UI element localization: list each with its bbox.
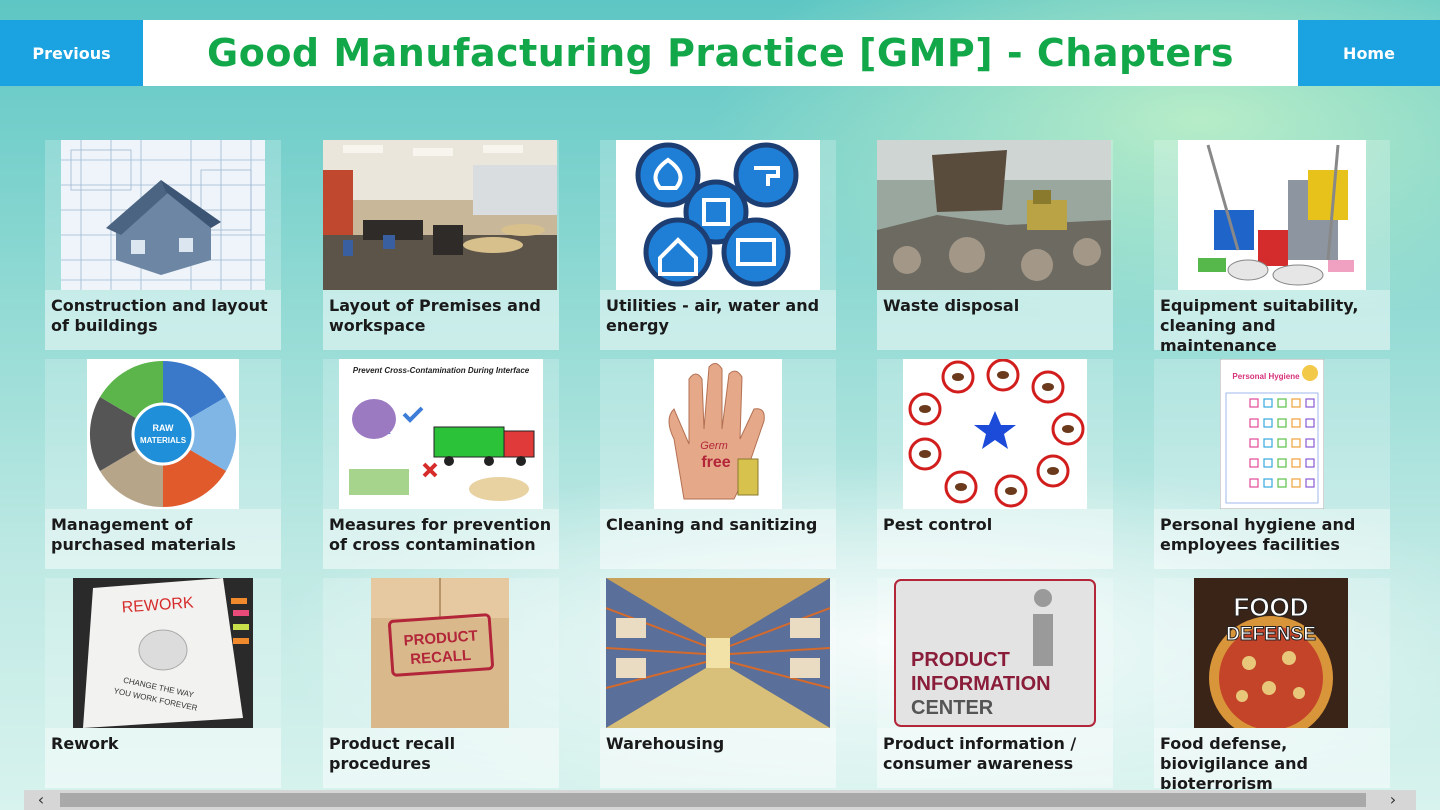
info-center-image: PRODUCT INFORMATION CENTER: [893, 578, 1097, 728]
svg-text:PRODUCT: PRODUCT: [403, 627, 478, 649]
chapter-label: Food defense, biovigilance and bioterror…: [1154, 728, 1390, 793]
utilities-icons-image: [616, 140, 820, 290]
chapter-label: Layout of Premises and workspace: [323, 290, 559, 350]
chapter-tile-cross-contamination[interactable]: Prevent Cross-Contamination During Inter…: [323, 359, 559, 569]
food-defense-image: FOOD DEFENSE: [1194, 578, 1348, 728]
germ-free-hand-image: Germ free: [654, 359, 782, 509]
chapter-label: Product information / consumer awareness: [877, 728, 1113, 788]
horizontal-scrollbar[interactable]: ‹ ›: [24, 790, 1416, 810]
scroll-thumb[interactable]: [60, 793, 1366, 807]
svg-text:DEFENSE: DEFENSE: [1226, 624, 1316, 645]
landfill-truck-image: [877, 140, 1111, 290]
hygiene-chart-image: Personal Hygiene: [1220, 359, 1324, 509]
chapter-label: Utilities - air, water and energy: [600, 290, 836, 350]
chapter-tile-rework[interactable]: REWORK CHANGE THE WAY YOU WORK FOREVER R…: [45, 578, 281, 788]
cross-contamination-image: Prevent Cross-Contamination During Inter…: [339, 359, 543, 509]
home-button[interactable]: Home: [1298, 20, 1440, 86]
scroll-right-arrow-icon[interactable]: ›: [1389, 790, 1397, 809]
svg-text:FOOD: FOOD: [1233, 592, 1308, 622]
chapter-tile-pest-control[interactable]: Pest control: [877, 359, 1113, 569]
chapter-tile-waste[interactable]: Waste disposal: [877, 140, 1113, 350]
product-recall-box-image: PRODUCT RECALL: [371, 578, 509, 728]
svg-text:MATERIALS: MATERIALS: [140, 436, 187, 445]
house-blueprint-image: [61, 140, 265, 290]
rework-book-image: REWORK CHANGE THE WAY YOU WORK FOREVER: [73, 578, 253, 728]
pest-control-image: [903, 359, 1087, 509]
chapter-tile-warehousing[interactable]: Warehousing: [600, 578, 836, 788]
chapter-label: Construction and layout of buildings: [45, 290, 281, 350]
chapter-tile-cleaning[interactable]: Germ free Cleaning and sanitizing: [600, 359, 836, 569]
chapter-label: Waste disposal: [877, 290, 1113, 350]
office-workspace-image: [323, 140, 557, 290]
chapter-tile-purchased-materials[interactable]: RAW MATERIALS Management of purchased ma…: [45, 359, 281, 569]
chapter-label: Measures for prevention of cross contami…: [323, 509, 559, 569]
chapter-tile-food-defense[interactable]: FOOD DEFENSE Food defense, biovigilance …: [1154, 578, 1390, 793]
svg-text:RECALL: RECALL: [410, 647, 472, 668]
title-bar: Good Manufacturing Practice [GMP] - Chap…: [143, 20, 1298, 86]
svg-text:PRODUCT: PRODUCT: [911, 649, 1010, 671]
svg-text:Germ: Germ: [700, 440, 728, 452]
chapter-label: Product recall procedures: [323, 728, 559, 788]
chapter-label: Warehousing: [600, 728, 836, 788]
chapter-label: Pest control: [877, 509, 1113, 569]
svg-text:free: free: [701, 454, 730, 471]
chapter-label: Personal hygiene and employees facilitie…: [1154, 509, 1390, 569]
previous-button[interactable]: Previous: [0, 20, 143, 86]
header-bar: Previous Good Manufacturing Practice [GM…: [0, 20, 1440, 86]
chapter-label: Equipment suitability, cleaning and main…: [1154, 290, 1390, 355]
chapter-label: Rework: [45, 728, 281, 788]
warehouse-aisle-image: [606, 578, 830, 728]
chapter-tile-product-info[interactable]: PRODUCT INFORMATION CENTER Product infor…: [877, 578, 1113, 788]
chapter-tile-construction[interactable]: Construction and layout of buildings: [45, 140, 281, 350]
svg-text:Prevent Cross-Contamination Du: Prevent Cross-Contamination During Inter…: [353, 366, 530, 375]
chapter-tile-hygiene[interactable]: Personal Hygiene Personal hygiene and em…: [1154, 359, 1390, 569]
raw-materials-image: RAW MATERIALS: [87, 359, 239, 509]
page-title: Good Manufacturing Practice [GMP] - Chap…: [207, 31, 1234, 75]
chapter-tile-recall[interactable]: PRODUCT RECALL Product recall procedures: [323, 578, 559, 788]
chapter-label: Management of purchased materials: [45, 509, 281, 569]
svg-text:CENTER: CENTER: [911, 697, 994, 719]
scroll-left-arrow-icon[interactable]: ‹: [37, 790, 45, 809]
chapter-tile-premises[interactable]: Layout of Premises and workspace: [323, 140, 559, 350]
cleaning-equipment-image: [1178, 140, 1366, 290]
svg-text:REWORK: REWORK: [121, 594, 194, 616]
chapter-label: Cleaning and sanitizing: [600, 509, 836, 569]
chapter-tile-equipment[interactable]: Equipment suitability, cleaning and main…: [1154, 140, 1390, 355]
svg-text:Personal Hygiene: Personal Hygiene: [1232, 372, 1300, 381]
chapter-tile-utilities[interactable]: Utilities - air, water and energy: [600, 140, 836, 350]
svg-text:INFORMATION: INFORMATION: [911, 673, 1051, 695]
svg-text:RAW: RAW: [153, 423, 175, 433]
